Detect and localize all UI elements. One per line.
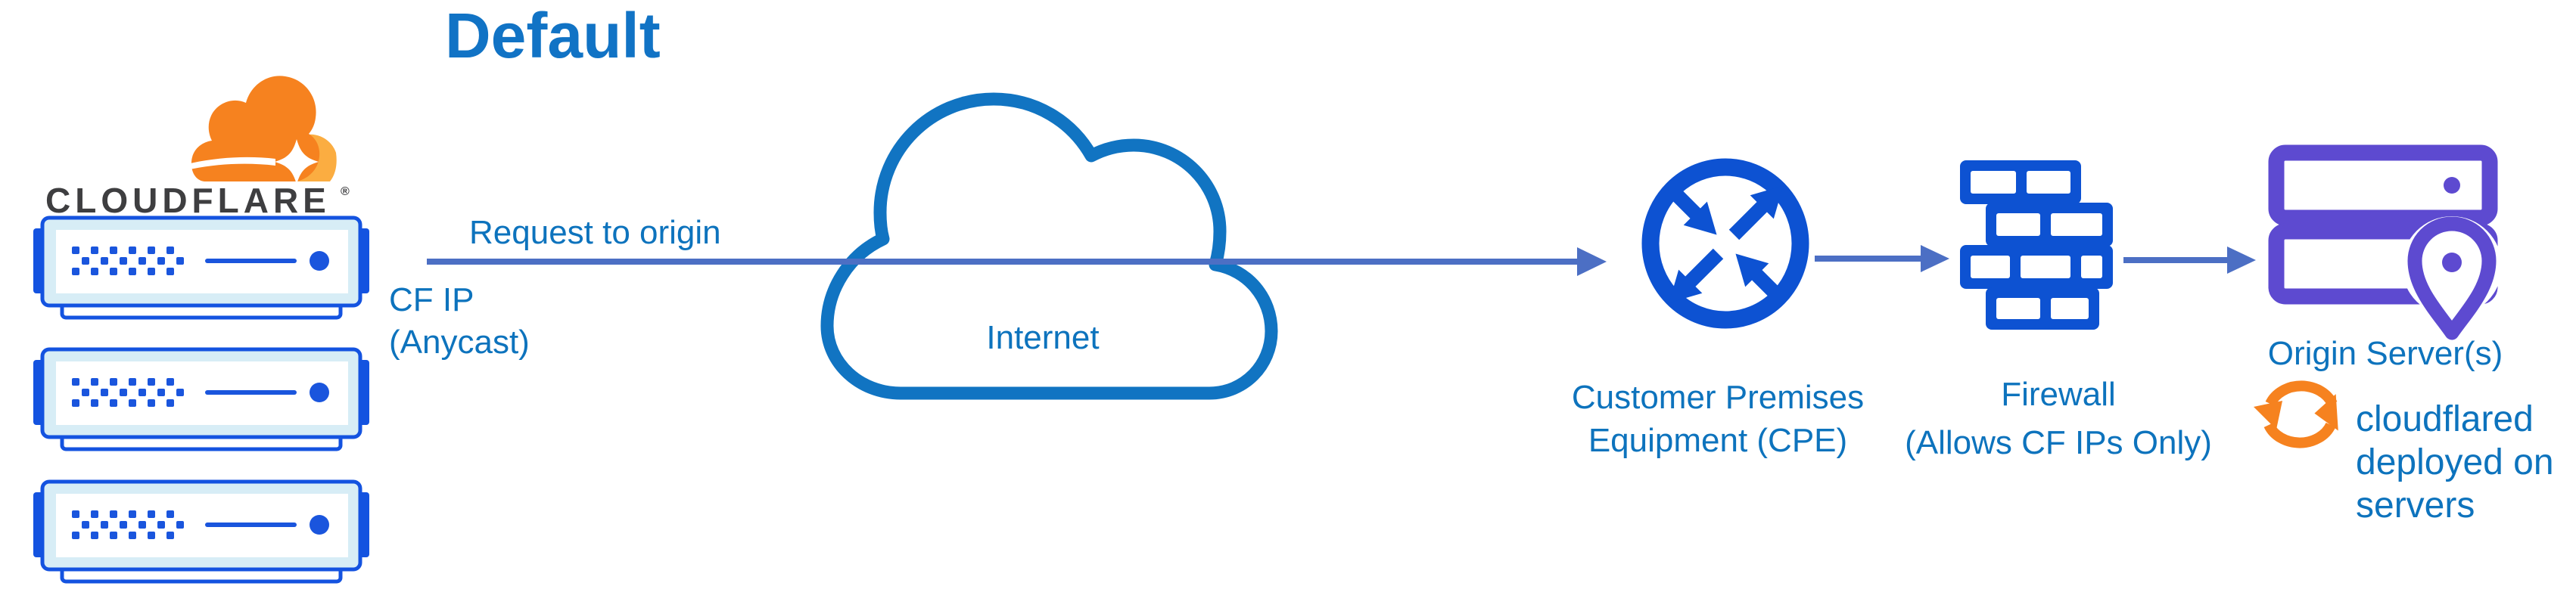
request-arrow-label: Request to origin [469, 214, 721, 251]
cloudflare-cloud-logo: CLOUDFLARE ® [45, 76, 350, 220]
internet-cloud: Internet [820, 92, 1278, 400]
cloudflare-wordmark: CLOUDFLARE [45, 181, 331, 220]
cf-ip-label: CF IP (Anycast) [389, 281, 530, 361]
cloud-icon [820, 92, 1278, 400]
registered-mark: ® [341, 185, 350, 198]
server-rack-icon [33, 482, 369, 581]
cpe-label-line1: Customer Premises [1572, 379, 1864, 416]
origin-node: Origin Server(s) cloudflared deployed on… [2254, 144, 2554, 526]
svg-text:(Anycast): (Anycast) [389, 324, 530, 361]
note-line3: servers [2356, 485, 2475, 526]
sync-icon [2254, 380, 2338, 448]
internet-label: Internet [986, 319, 1099, 356]
edge-server-stack [33, 218, 369, 581]
brick-wall-icon [1960, 160, 2113, 330]
server-rack-icon [33, 349, 369, 449]
svg-text:CF IP: CF IP [389, 281, 474, 318]
origin-label: Origin Server(s) [2268, 335, 2503, 372]
page-title: Default [445, 0, 661, 71]
cpe-node: Customer Premises Equipment (CPE) [1572, 158, 1864, 459]
server-rack-icon [33, 218, 369, 318]
server-location-icon [2268, 144, 2502, 340]
request-arrow [427, 247, 1607, 276]
arrow-firewall-to-origin [2123, 247, 2256, 274]
firewall-node: Firewall (Allows CF IPs Only) [1905, 160, 2212, 461]
note-line2: deployed on [2356, 442, 2554, 482]
cloudflared-note: cloudflared deployed on servers [2254, 380, 2554, 526]
note-line1: cloudflared [2356, 399, 2534, 439]
arrow-cpe-to-firewall [1815, 245, 1949, 272]
cpe-label-line2: Equipment (CPE) [1588, 422, 1847, 459]
firewall-label-line1: Firewall [2001, 376, 2116, 413]
firewall-label-line2: (Allows CF IPs Only) [1905, 424, 2212, 461]
